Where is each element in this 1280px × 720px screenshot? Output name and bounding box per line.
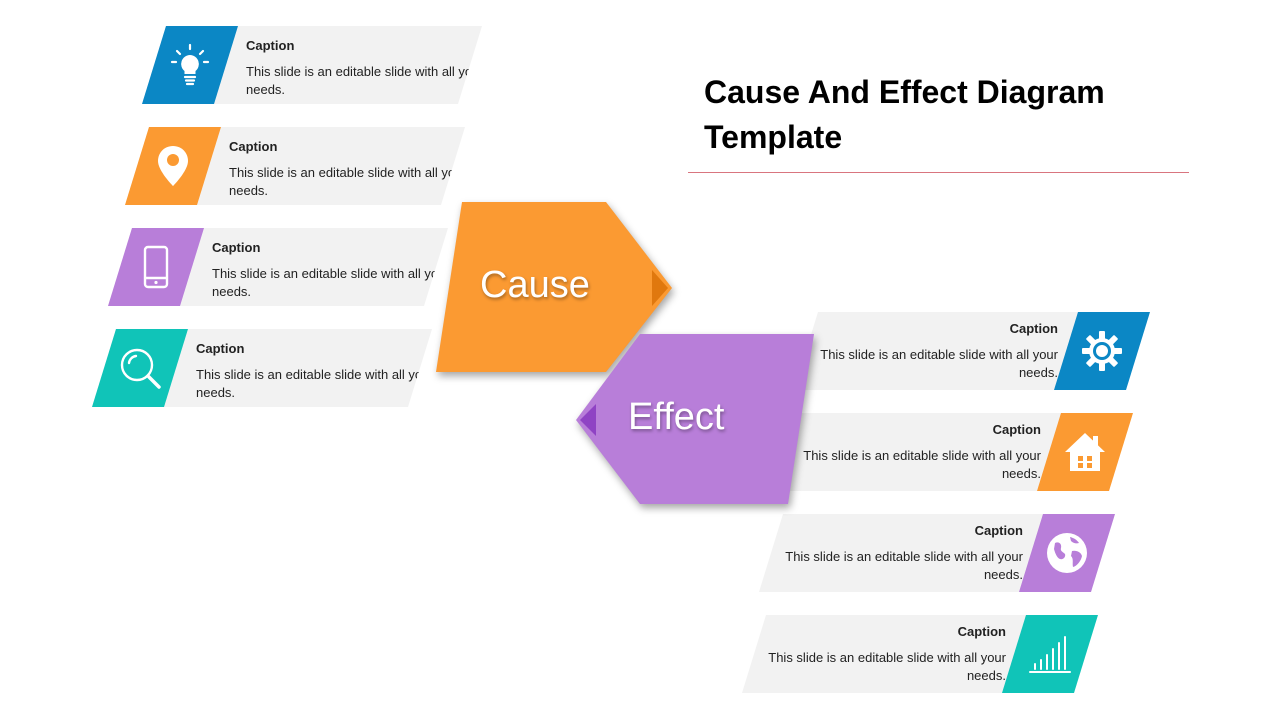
caption-title: Caption xyxy=(974,523,1023,538)
bar-chart-icon xyxy=(1028,632,1072,676)
map-pin-icon xyxy=(151,144,195,188)
title-divider xyxy=(688,172,1189,173)
lightbulb-icon xyxy=(168,43,212,87)
caption-title: Caption xyxy=(957,624,1006,639)
caption-title: Caption xyxy=(246,38,295,53)
caption-text: This slide is an editable slide with all… xyxy=(820,347,1058,380)
caption-title: Caption xyxy=(229,139,278,154)
slide-title: Cause And Effect Diagram Template xyxy=(704,74,1105,155)
caption-title: Caption xyxy=(992,422,1041,437)
caption-text: This slide is an editable slide with all… xyxy=(246,64,484,97)
caption-text: This slide is an editable slide with all… xyxy=(229,165,467,198)
caption-text: This slide is an editable slide with all… xyxy=(803,448,1041,481)
caption-text: This slide is an editable slide with all… xyxy=(196,367,434,400)
caption-text: This slide is an editable slide with all… xyxy=(768,650,1006,683)
caption-text: This slide is an editable slide with all… xyxy=(785,549,1023,582)
cause-label: Cause xyxy=(480,264,590,306)
effect-arrow xyxy=(574,334,816,506)
gear-icon xyxy=(1080,329,1124,373)
globe-icon xyxy=(1045,531,1089,575)
caption-title: Caption xyxy=(1009,321,1058,336)
caption-title: Caption xyxy=(212,240,261,255)
magnifier-icon xyxy=(118,346,162,390)
caption-text: This slide is an editable slide with all… xyxy=(212,266,450,299)
smartphone-icon xyxy=(134,245,178,289)
caption-title: Caption xyxy=(196,341,245,356)
effect-label: Effect xyxy=(628,396,725,438)
cause-arrow xyxy=(436,202,678,374)
house-icon xyxy=(1063,430,1107,474)
